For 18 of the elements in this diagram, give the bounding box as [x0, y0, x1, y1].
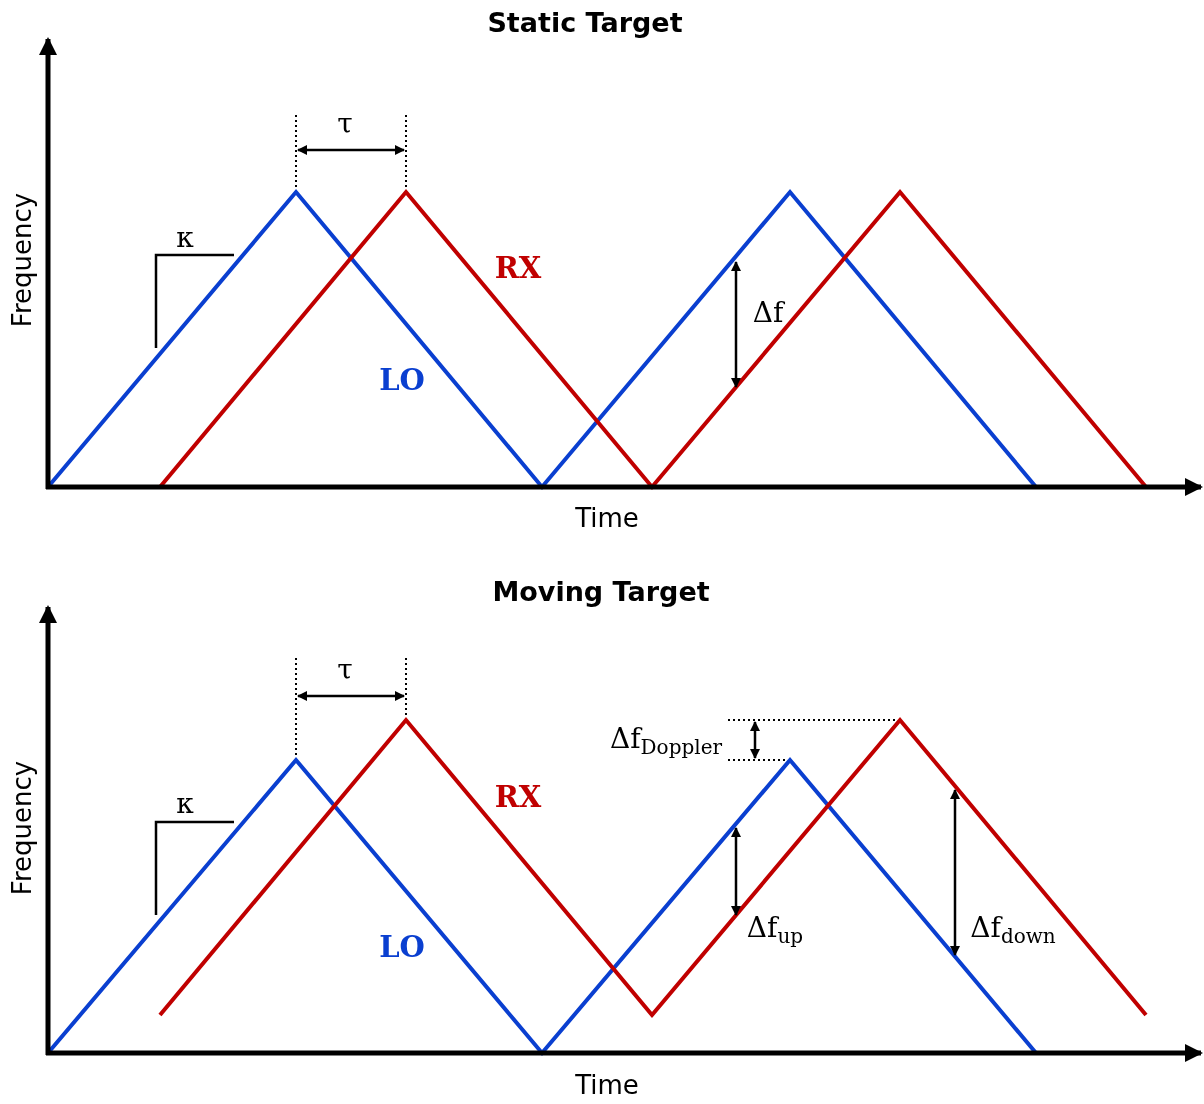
axis-label: Frequency: [7, 760, 37, 896]
slope-label: κ: [176, 220, 194, 254]
signal-label: RX: [494, 251, 542, 285]
frequency-difference-label: Δf: [752, 295, 784, 329]
axis-label: Frequency: [7, 192, 37, 328]
slope-label: κ: [176, 786, 194, 820]
frequency-difference-label: Δf$_{up}$: [746, 910, 804, 948]
chart-title: Moving Target: [492, 575, 710, 607]
signal-label: LO: [379, 930, 425, 964]
axis-label: Time: [575, 503, 639, 533]
time-delay-label: τ: [337, 652, 353, 686]
chart-title: Static Target: [487, 6, 683, 38]
axis-label: Time: [575, 1070, 639, 1100]
signal-label: LO: [379, 363, 425, 397]
frequency-difference-label: Δf$_{down}$: [970, 910, 1056, 948]
time-delay-label: τ: [337, 106, 353, 140]
signal-label: RX: [494, 780, 542, 814]
frequency-difference-label: Δf$_{Doppler}$: [609, 721, 723, 759]
